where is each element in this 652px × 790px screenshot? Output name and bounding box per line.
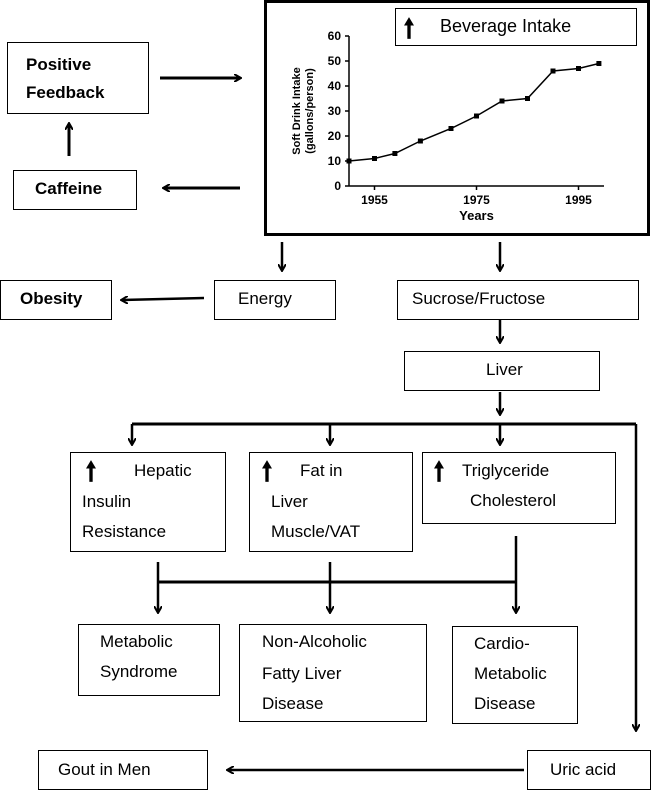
uric-acid-label: Uric acid bbox=[550, 760, 617, 779]
triglyceride-label-1: Triglyceride bbox=[462, 461, 550, 480]
x-tick-label: 1955 bbox=[361, 193, 388, 207]
up-arrow-icon bbox=[404, 17, 414, 39]
hepatic-label-2: Insulin bbox=[82, 492, 132, 511]
y-tick-label: 50 bbox=[328, 54, 342, 68]
nafld-box bbox=[239, 624, 427, 722]
y-axis-title-2: (gallons/person) bbox=[304, 68, 316, 154]
sucrose-fructose-label: Sucrose/Fructose bbox=[412, 289, 546, 308]
y-tick-label: 40 bbox=[328, 79, 342, 93]
caffeine-label: Caffeine bbox=[35, 179, 103, 198]
data-point bbox=[346, 158, 352, 164]
beverage-intake-label: Beverage Intake bbox=[440, 16, 572, 36]
triglyceride-cholesterol-box bbox=[422, 452, 616, 524]
obesity-box bbox=[0, 280, 112, 320]
cardio-label-1: Cardio- bbox=[474, 634, 530, 653]
obesity-label: Obesity bbox=[20, 289, 83, 308]
cardio-metabolic-box bbox=[452, 626, 578, 724]
data-point bbox=[474, 113, 479, 119]
cardio-label-3: Disease bbox=[474, 694, 536, 713]
cardio-label-2: Metabolic bbox=[474, 664, 547, 683]
fat-in-liver-box bbox=[249, 452, 413, 552]
nafld-label-1: Non-Alcoholic bbox=[262, 632, 367, 651]
data-point bbox=[550, 68, 556, 74]
triglyceride-label-2: Cholesterol bbox=[470, 491, 556, 510]
y-tick-label: 20 bbox=[328, 129, 342, 143]
metabolic-label-2: Syndrome bbox=[100, 662, 178, 681]
y-tick-label: 10 bbox=[328, 154, 342, 168]
data-point bbox=[525, 96, 530, 101]
up-arrow-icon bbox=[262, 460, 272, 482]
beverage-intake-header-box bbox=[395, 8, 637, 46]
hepatic-insulin-resistance-box bbox=[70, 452, 226, 552]
y-tick-label: 30 bbox=[328, 104, 342, 118]
gout-label: Gout in Men bbox=[58, 760, 151, 779]
energy-label: Energy bbox=[238, 289, 292, 308]
up-arrow-icon bbox=[86, 460, 96, 482]
data-point bbox=[372, 156, 377, 161]
data-point bbox=[392, 151, 398, 156]
data-point bbox=[596, 61, 602, 66]
data-point bbox=[448, 126, 454, 131]
nafld-label-3: Disease bbox=[262, 694, 324, 713]
x-tick-label: 1995 bbox=[565, 193, 592, 207]
beverage-intake-frame bbox=[264, 0, 650, 236]
series-line bbox=[348, 62, 600, 162]
nafld-label-2: Fatty Liver bbox=[262, 664, 342, 683]
metabolic-label-1: Metabolic bbox=[100, 632, 173, 651]
metabolic-syndrome-box bbox=[78, 624, 220, 696]
caffeine-box bbox=[13, 170, 137, 210]
sucrose-fructose-box bbox=[397, 280, 639, 320]
up-arrow-icon bbox=[434, 460, 444, 482]
liver-box bbox=[404, 351, 600, 391]
hepatic-label-1: Hepatic bbox=[134, 461, 192, 480]
data-point bbox=[576, 66, 581, 71]
y-tick-label: 60 bbox=[328, 29, 342, 43]
y-axis-title-1: Soft Drink Intake bbox=[291, 67, 303, 154]
positive-feedback-label-2: Feedback bbox=[26, 83, 105, 102]
fat-label-1: Fat in bbox=[300, 461, 343, 480]
positive-feedback-label-1: Positive bbox=[26, 55, 92, 74]
positive-feedback-box bbox=[7, 42, 149, 114]
data-point bbox=[499, 98, 505, 104]
x-axis-title: Years bbox=[459, 208, 494, 223]
arrow-energy-to-obesity bbox=[122, 298, 205, 300]
fat-label-3: Muscle/VAT bbox=[271, 522, 361, 541]
fat-label-2: Liver bbox=[271, 492, 308, 511]
liver-label: Liver bbox=[486, 360, 523, 379]
data-point bbox=[417, 138, 423, 144]
hepatic-label-3: Resistance bbox=[82, 522, 167, 541]
energy-box bbox=[214, 280, 336, 320]
x-tick-label: 1975 bbox=[463, 193, 490, 207]
y-tick-label: 0 bbox=[334, 179, 341, 193]
